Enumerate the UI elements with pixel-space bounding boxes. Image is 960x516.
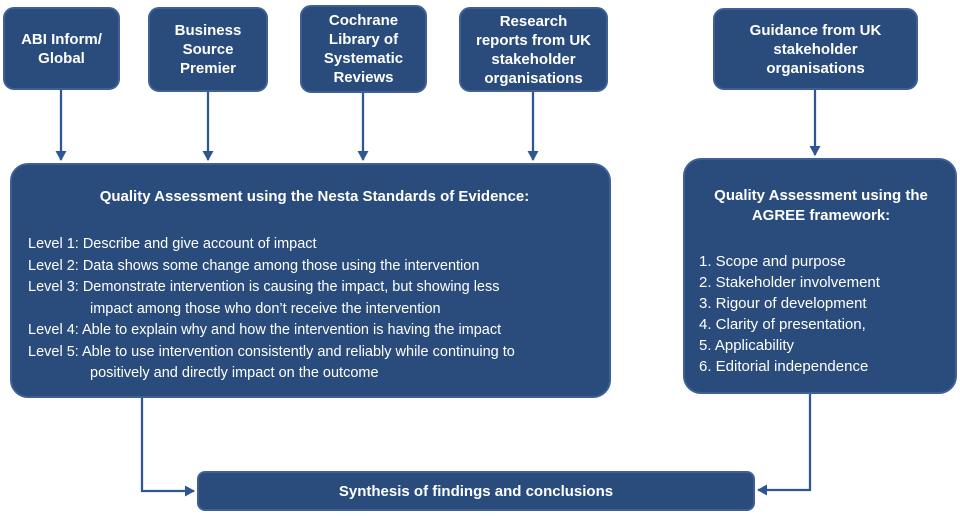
nesta-level-4-line: Level 4: Able to explain why and how the… (28, 322, 502, 338)
agree-criteria-list: 1. Scope and purpose 2. Stakeholder invo… (693, 251, 949, 377)
nesta-level-3-line: Level 3: Demonstrate intervention is cau… (28, 279, 500, 295)
source-box-guidance-uk-stakeholders: Guidance from UK stakeholder organisatio… (713, 8, 918, 90)
agree-item-scope: 1. Scope and purpose (699, 253, 846, 270)
nesta-level-5-line-cont: positively and directly impact on the ou… (90, 365, 379, 381)
agree-item-stakeholder: 2. Stakeholder involvement (699, 274, 880, 291)
nesta-box-title: Quality Assessment using the Nesta Stand… (99, 188, 530, 205)
arrow-nesta-to-synthesis (140, 398, 195, 497)
source-box-business-source-premier: Business Source Premier (148, 7, 268, 92)
nesta-level-5-line: Level 5: Able to use intervention consis… (28, 343, 515, 360)
agree-item-applicability: 5. Applicability (699, 337, 795, 354)
agree-item-rigour: 3. Rigour of development (699, 295, 867, 312)
source-box-research-reports-uk: Research reports from UK stakeholder org… (459, 7, 608, 92)
source-box-abi-inform-global: ABI Inform/ Global (3, 7, 120, 90)
synthesis-box: Synthesis of findings and conclusions (197, 471, 755, 511)
agree-box-title: Quality Assessment using the AGREE frame… (714, 187, 928, 224)
agree-quality-assessment-box: Quality Assessment using the AGREE frame… (683, 158, 957, 394)
agree-item-clarity: 4. Clarity of presentation, (699, 316, 866, 333)
arrow-agree-to-synthesis (757, 394, 812, 496)
nesta-level-list: Level 1: Describe and give account of im… (28, 234, 601, 385)
nesta-level-3-line-cont: impact among those who don’t receive the… (90, 300, 441, 317)
agree-item-editorial: 6. Editorial independence (699, 358, 869, 375)
source-box-cochrane-library: Cochrane Library of Systematic Reviews (300, 5, 427, 93)
nesta-quality-assessment-box: Quality Assessment using the Nesta Stand… (10, 163, 611, 398)
nesta-level-1-line: Level 1: Describe and give account of im… (28, 236, 317, 252)
nesta-level-2-line: Level 2: Data shows some change among th… (28, 257, 480, 274)
